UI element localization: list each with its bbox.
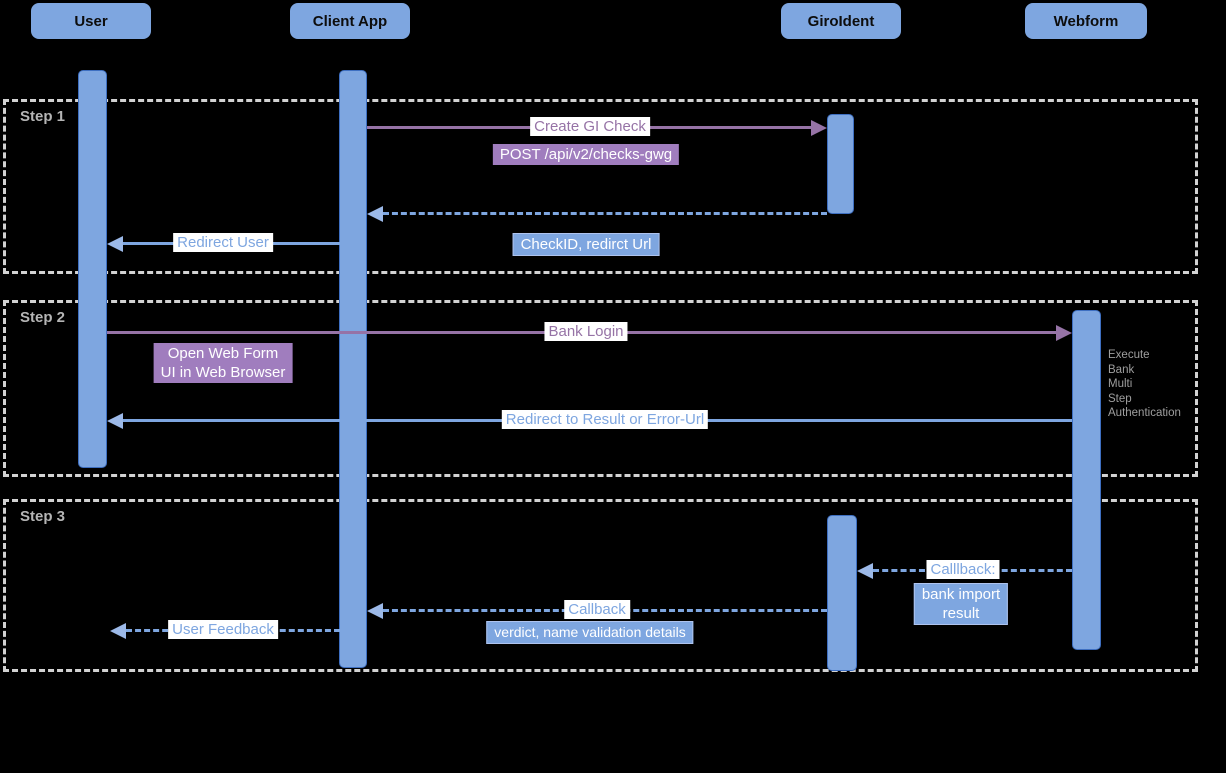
actor-webform-label: Webform: [1053, 12, 1119, 30]
giroident-step3-bar: [827, 515, 857, 671]
user-lifeline-bar: [78, 70, 107, 468]
checkid-redirect-url-payload: CheckID, redirct Url: [512, 233, 660, 256]
giroident-step1-bar: [827, 114, 854, 214]
actor-giroident-label: GiroIdent: [807, 12, 875, 30]
redirect-result-label: Redirect to Result or Error-Url: [501, 410, 709, 429]
step1-frame: [3, 99, 1198, 274]
redirect-user-label: Redirect User: [173, 233, 273, 252]
webform-callback-arrowhead-icon: [857, 563, 873, 579]
step2-label: Step 2: [20, 309, 66, 326]
step1-label: Step 1: [20, 108, 66, 125]
webform-callback-label: Calllback:: [926, 560, 1000, 579]
open-web-form-payload: Open Web Form UI in Web Browser: [153, 343, 293, 383]
webform-lifeline-bar: [1072, 310, 1101, 650]
bank-login-label: Bank Login: [544, 322, 628, 341]
client-app-lifeline-bar: [339, 70, 367, 668]
actor-client-app-label: Client App: [312, 12, 388, 30]
redirect-result-arrowhead-icon: [107, 413, 123, 429]
create-gi-check-arrowhead-icon: [811, 120, 827, 136]
actor-giroident: GiroIdent: [781, 3, 901, 39]
bank-login-arrowhead-icon: [1056, 325, 1072, 341]
checkid-return-arrowhead-icon: [367, 206, 383, 222]
checkid-return-arrow-line: [383, 212, 827, 215]
create-gi-check-label: Create GI Check: [530, 117, 650, 136]
step3-label: Step 3: [20, 508, 66, 525]
step3-frame: [3, 499, 1198, 672]
post-checks-gwg-payload: POST /api/v2/checks-gwg: [492, 144, 680, 165]
webform-authentication-note: Execute Bank Multi Step Authentication: [1108, 349, 1181, 419]
actor-client-app: Client App: [290, 3, 410, 39]
step2-frame: [3, 300, 1198, 477]
redirect-user-arrowhead-icon: [107, 236, 123, 252]
giroident-callback-arrowhead-icon: [367, 603, 383, 619]
actor-user: User: [31, 3, 151, 39]
actor-user-label: User: [74, 12, 108, 30]
user-feedback-arrowhead-icon: [110, 623, 126, 639]
giroident-callback-label: Callback: [564, 600, 630, 619]
actor-webform: Webform: [1025, 3, 1147, 39]
bank-import-result-payload: bank import result: [913, 583, 1009, 625]
verdict-details-payload: verdict, name validation details: [486, 621, 694, 644]
user-feedback-label: User Feedback: [168, 620, 278, 639]
